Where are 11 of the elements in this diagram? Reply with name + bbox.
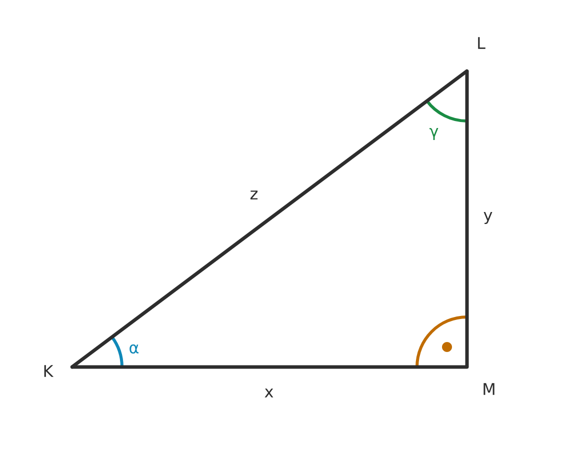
triangle-side <box>70 365 469 369</box>
vertex-label: K <box>44 365 54 377</box>
angle-label: α <box>130 344 139 354</box>
side-label: x <box>264 388 274 398</box>
vertex-label: M <box>484 383 494 395</box>
angle-label: γ <box>430 128 438 140</box>
side-label: y <box>484 212 492 224</box>
triangle-side <box>465 69 469 369</box>
vertex-label: L <box>478 37 486 49</box>
triangle-side <box>70 69 469 369</box>
side-label: z <box>250 190 258 200</box>
